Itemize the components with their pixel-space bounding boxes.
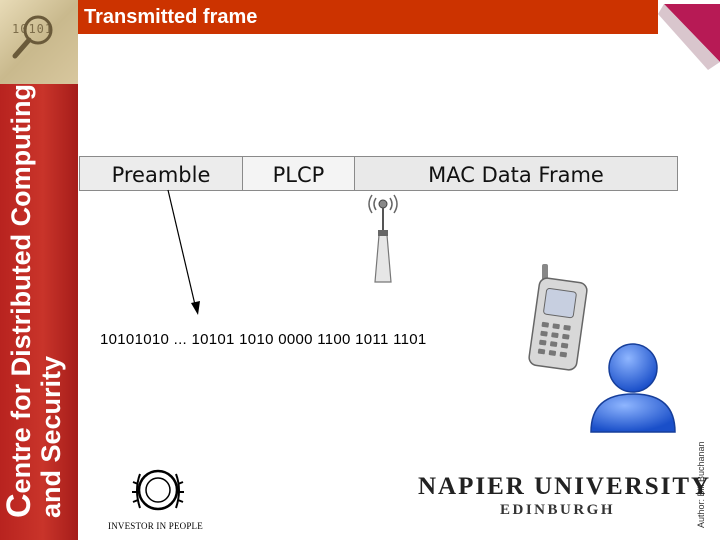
frame-field-plcp: PLCP	[243, 157, 355, 190]
frame-field-mac-data: MAC Data Frame	[355, 157, 677, 190]
sidebar-header-image: 10101	[0, 0, 78, 84]
slide-title: Transmitted frame	[78, 0, 658, 34]
corner-tab-decoration	[658, 0, 720, 72]
frame-diagram: Preamble PLCP MAC Data Frame	[79, 156, 678, 191]
investor-in-people-logo	[132, 469, 184, 511]
sidebar-branding: 10101 Centre for Distributed Computing a…	[0, 0, 78, 540]
centre-name: Centre for Distributed Computing and Sec…	[0, 83, 66, 518]
user-icon	[590, 343, 676, 433]
frame-field-preamble: Preamble	[80, 157, 243, 190]
bit-stream: 10101010 ... 10101 1010 0000 1100 1011 1…	[100, 331, 427, 348]
mobile-phone-icon	[528, 264, 588, 371]
preamble-arrow	[167, 189, 200, 315]
investor-label: INVESTOR IN PEOPLE	[108, 521, 203, 531]
university-name: NAPIER UNIVERSITY	[418, 473, 712, 500]
corner-digits: 10101	[12, 22, 54, 36]
university-city: EDINBURGH	[500, 502, 616, 518]
antenna-icon	[368, 194, 398, 283]
magnifier-icon	[12, 15, 53, 59]
